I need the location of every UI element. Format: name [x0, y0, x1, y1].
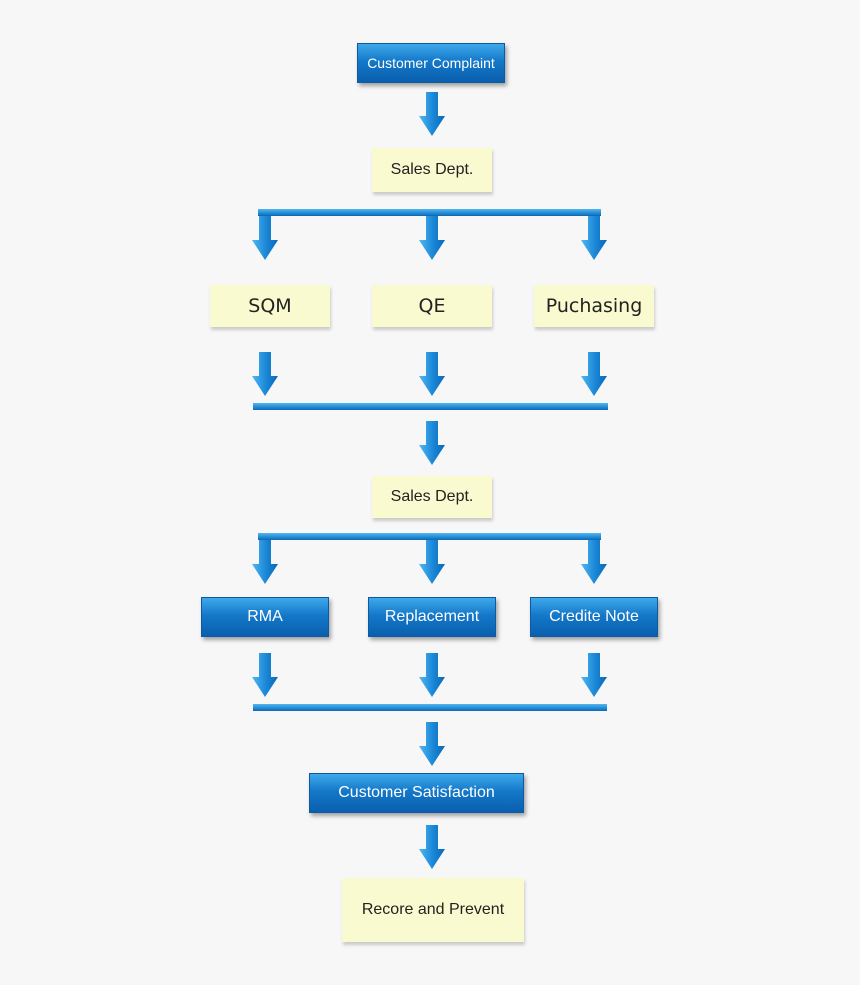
arrow-merge-to-sales: [419, 421, 445, 465]
purchasing-node: Puchasing: [534, 285, 654, 327]
arrow-to-sqm: [252, 216, 278, 260]
sales-dept-node-1: Sales Dept.: [372, 148, 492, 192]
customer-satisfaction-label: Customer Satisfaction: [338, 784, 495, 801]
branch-bar-2: [258, 533, 601, 540]
merge-bar-2: [253, 704, 607, 711]
customer-complaint-node: Customer Complaint: [357, 43, 505, 83]
qe-node: QE: [372, 285, 492, 327]
arrow-qe-down: [419, 352, 445, 396]
customer-satisfaction-node: Customer Satisfaction: [309, 773, 524, 813]
merge-bar-1: [253, 403, 608, 410]
sales-dept-label-1: Sales Dept.: [390, 161, 474, 178]
sqm-node: SQM: [210, 285, 330, 327]
sales-dept-label-2: Sales Dept.: [390, 488, 474, 505]
qe-label: QE: [418, 295, 446, 317]
branch-bar-1: [258, 209, 601, 216]
arrow-sqm-down: [252, 352, 278, 396]
arrow-credit-note-down: [581, 653, 607, 697]
sqm-label: SQM: [248, 295, 292, 317]
record-prevent-node: Recore and Prevent: [342, 878, 524, 942]
arrow-to-purchasing: [581, 216, 607, 260]
replacement-label: Replacement: [384, 608, 480, 625]
arrow-merge-to-satisfaction: [419, 722, 445, 766]
rma-node: RMA: [201, 597, 329, 637]
replacement-node: Replacement: [368, 597, 496, 637]
arrow-to-rma: [252, 540, 278, 584]
arrow-rma-down: [252, 653, 278, 697]
credit-note-node: Credite Note: [530, 597, 658, 637]
sales-dept-node-2: Sales Dept.: [372, 476, 492, 518]
purchasing-label: Puchasing: [545, 295, 643, 317]
arrow-purchasing-down: [581, 352, 607, 396]
customer-complaint-label: Customer Complaint: [367, 55, 495, 71]
record-prevent-label: Recore and Prevent: [361, 901, 505, 918]
arrow-to-qe: [419, 216, 445, 260]
arrow-to-replacement: [419, 540, 445, 584]
arrow-replacement-down: [419, 653, 445, 697]
arrow-to-credit-note: [581, 540, 607, 584]
rma-label: RMA: [247, 608, 283, 625]
arrow-satisfaction-to-record: [419, 825, 445, 869]
arrow-complaint-to-sales: [419, 92, 445, 136]
credit-note-label: Credite Note: [549, 608, 639, 625]
